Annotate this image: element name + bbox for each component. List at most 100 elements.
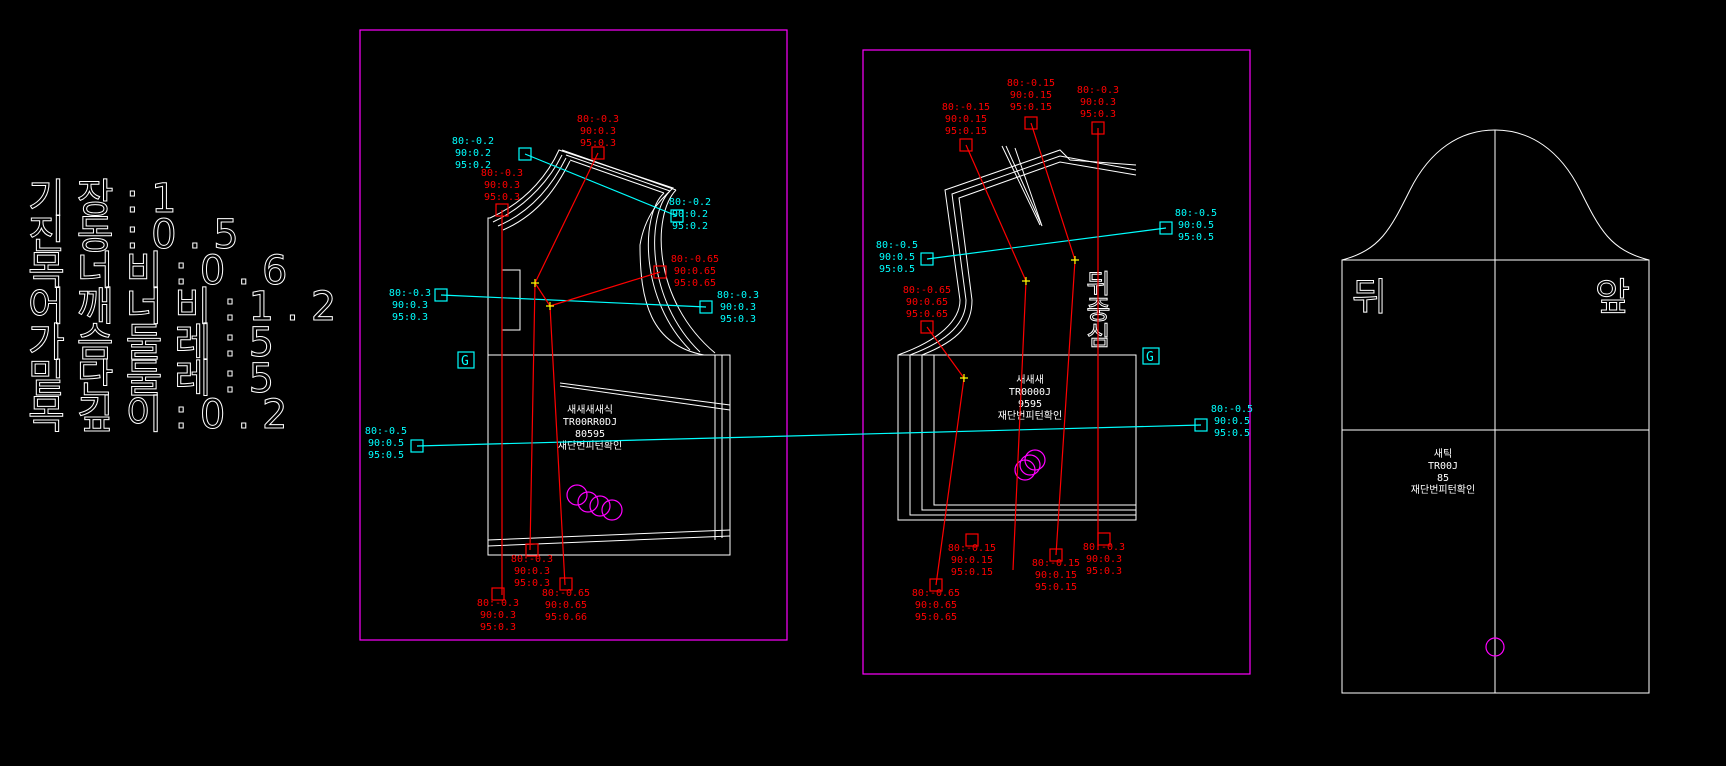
grade-point-box[interactable] [495, 203, 509, 217]
grade-value: 80:-0.5 [876, 240, 918, 251]
grade-annotation[interactable]: 80:-0.290:0.295:0.2 [452, 136, 532, 171]
grade-point-box[interactable] [959, 138, 973, 152]
grade-point-box[interactable] [525, 543, 539, 557]
grain-marker[interactable] [457, 351, 475, 369]
grade-annotation[interactable]: 80:-0.290:0.295:0.2 [669, 197, 711, 232]
label-line: 9595 [1018, 399, 1042, 410]
grade-value: 95:0.5 [879, 264, 915, 275]
grade-point-box[interactable] [434, 288, 448, 302]
label-line: 새새새새식 [567, 404, 613, 416]
grade-value: 80:-0.3 [477, 598, 519, 609]
grade-value: 80:-0.15 [948, 543, 996, 554]
grade-value: 90:0.65 [674, 266, 716, 277]
front-panel-frame[interactable] [359, 29, 788, 641]
grade-point-box[interactable] [491, 587, 505, 601]
grade-value: 95:0.65 [906, 309, 948, 320]
grade-value: 90:0.65 [906, 297, 948, 308]
spec-label: 목너비:0.6 [28, 248, 300, 294]
grade-annotation[interactable]: 80:-0.390:0.395:0.3 [477, 587, 519, 633]
grade-value: 95:0.5 [1178, 232, 1214, 243]
grade-value: 95:0.15 [1035, 582, 1077, 593]
grade-point-box[interactable] [559, 577, 573, 591]
grade-value: 80:-0.3 [511, 554, 553, 565]
grade-point-box[interactable] [591, 146, 605, 160]
grade-value: 95:0.65 [915, 612, 957, 623]
grade-value: 90:0.15 [951, 555, 993, 566]
grade-value: 95:0.3 [484, 192, 520, 203]
grade-annotation[interactable]: 80:-0.590:0.595:0.5 [876, 240, 934, 275]
spec-label: 목깊이:0.2 [28, 392, 300, 438]
grade-annotation[interactable]: 80:-0.590:0.595:0.5 [1194, 404, 1253, 439]
grade-annotation[interactable]: 80:-0.390:0.395:0.3 [577, 114, 619, 160]
grade-annotation[interactable]: 80:-0.390:0.395:0.3 [511, 543, 553, 589]
grade-value: 80:-0.3 [1077, 85, 1119, 96]
grade-lines [416, 122, 1202, 595]
grade-value: 80:-0.5 [1175, 208, 1217, 219]
back-pattern-piece[interactable] [897, 145, 1137, 521]
grade-annotation[interactable]: 80:-0.390:0.395:0.3 [699, 290, 759, 325]
grade-value: 80:-0.2 [452, 136, 494, 147]
grade-value: 90:0.3 [392, 300, 428, 311]
label-line: 새새새 [1016, 374, 1044, 386]
label-line: 재단번피턴확인 [998, 410, 1062, 422]
grade-value: 80:-0.15 [1032, 558, 1080, 569]
button-markers [566, 484, 623, 521]
grade-value: 95:0.3 [720, 314, 756, 325]
grade-value: 80:-0.3 [577, 114, 619, 125]
grade-value: 80:-0.5 [1211, 404, 1253, 415]
grade-annotation[interactable]: 80:-0.390:0.395:0.3 [389, 288, 448, 323]
label-line: 80595 [575, 429, 605, 440]
grade-value: 95:0.3 [514, 578, 550, 589]
grade-annotation[interactable]: 80:-0.390:0.395:0.3 [1077, 85, 1119, 135]
grade-value: 90:0.3 [1086, 554, 1122, 565]
grade-point-box[interactable] [929, 578, 943, 592]
grade-value: 80:-0.65 [542, 588, 590, 599]
grade-value: 90:0.3 [484, 180, 520, 191]
grade-point-box[interactable] [920, 252, 934, 266]
grade-point-box[interactable] [1097, 532, 1111, 546]
sleeve-pattern-piece[interactable] [1341, 129, 1650, 694]
grade-point-box[interactable] [1194, 418, 1208, 432]
grade-value: 95:0.3 [1086, 566, 1122, 577]
back-panel-frame[interactable] [862, 49, 1251, 675]
grade-point-box[interactable] [920, 320, 934, 334]
grade-value: 90:0.15 [1035, 570, 1077, 581]
grade-annotation[interactable]: 80:-0.590:0.595:0.5 [1159, 208, 1217, 243]
label-line: 재단번피턴확인 [558, 440, 622, 452]
grade-point-box[interactable] [965, 533, 979, 547]
grade-value: 95:0.65 [674, 278, 716, 289]
grade-point-box[interactable] [1049, 548, 1063, 562]
grade-annotation[interactable]: 80:-0.390:0.395:0.3 [1083, 532, 1125, 577]
grade-point-box[interactable] [1159, 221, 1173, 235]
grade-point-box[interactable] [653, 265, 667, 279]
grade-annotation[interactable]: 80:-0.590:0.595:0.5 [365, 426, 424, 461]
grade-value: 95:0.15 [945, 126, 987, 137]
grade-point-box[interactable] [1024, 116, 1038, 130]
grade-value: 95:0.5 [1214, 428, 1250, 439]
grade-value: 90:0.15 [1010, 90, 1052, 101]
grade-point-box[interactable] [518, 147, 532, 161]
label-line: TR00RR0DJ [563, 417, 617, 428]
grade-value: 95:0.2 [455, 160, 491, 171]
grade-point-box[interactable] [1091, 121, 1105, 135]
grade-value: 90:0.5 [1178, 220, 1214, 231]
grade-point-box[interactable] [670, 209, 684, 223]
grain-marker[interactable] [1142, 347, 1160, 365]
grade-annotation[interactable]: 80:-0.390:0.395:0.3 [481, 168, 523, 217]
grade-value: 90:0.3 [1080, 97, 1116, 108]
grade-value: 90:0.3 [720, 302, 756, 313]
grade-value: 90:0.3 [580, 126, 616, 137]
grade-point-box[interactable] [410, 439, 424, 453]
label-line: TR0000J [1009, 387, 1051, 398]
grade-value: 90:0.2 [455, 148, 491, 159]
grade-point-box[interactable] [699, 300, 713, 314]
